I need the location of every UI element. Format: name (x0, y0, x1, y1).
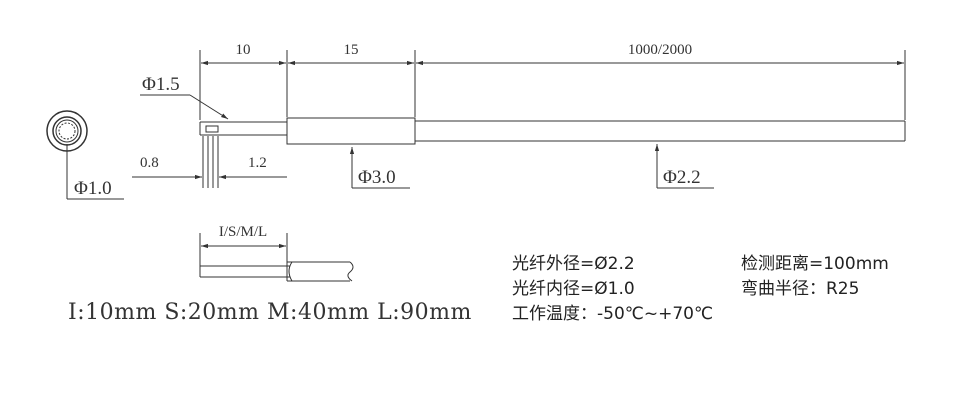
dim-cable-length: 1000/2000 (628, 42, 692, 58)
side-view (199, 117, 906, 145)
dim-15: 15 (344, 42, 359, 58)
spec-temperature: 工作温度：-50℃~+70℃ (512, 304, 714, 324)
dim-tip-length: I/S/M/L (219, 224, 267, 240)
dim-gap-12: 1.2 (248, 155, 267, 171)
dim-gap-08: 0.8 (140, 155, 159, 171)
tip-length-options: I:10mm S:20mm M:40mm L:90mm (68, 300, 472, 325)
dim-tip-diameter: Φ1.5 (142, 74, 180, 95)
dim-cable-diameter: Φ2.2 (663, 167, 701, 188)
spec-outer-diameter: 光纤外径=Ø2.2 (512, 254, 635, 274)
dim-sleeve-diameter: Φ3.0 (358, 167, 396, 188)
dim-10: 10 (236, 42, 251, 58)
spec-detection-distance: 检测距离=100mm (741, 254, 889, 274)
tip-length-view (199, 233, 354, 282)
dim-core-diameter: Φ1.0 (74, 178, 112, 199)
end-view (46, 110, 124, 200)
spec-inner-diameter: 光纤内径=Ø1.0 (512, 279, 635, 299)
spec-bend-radius: 弯曲半径：R25 (741, 279, 860, 299)
